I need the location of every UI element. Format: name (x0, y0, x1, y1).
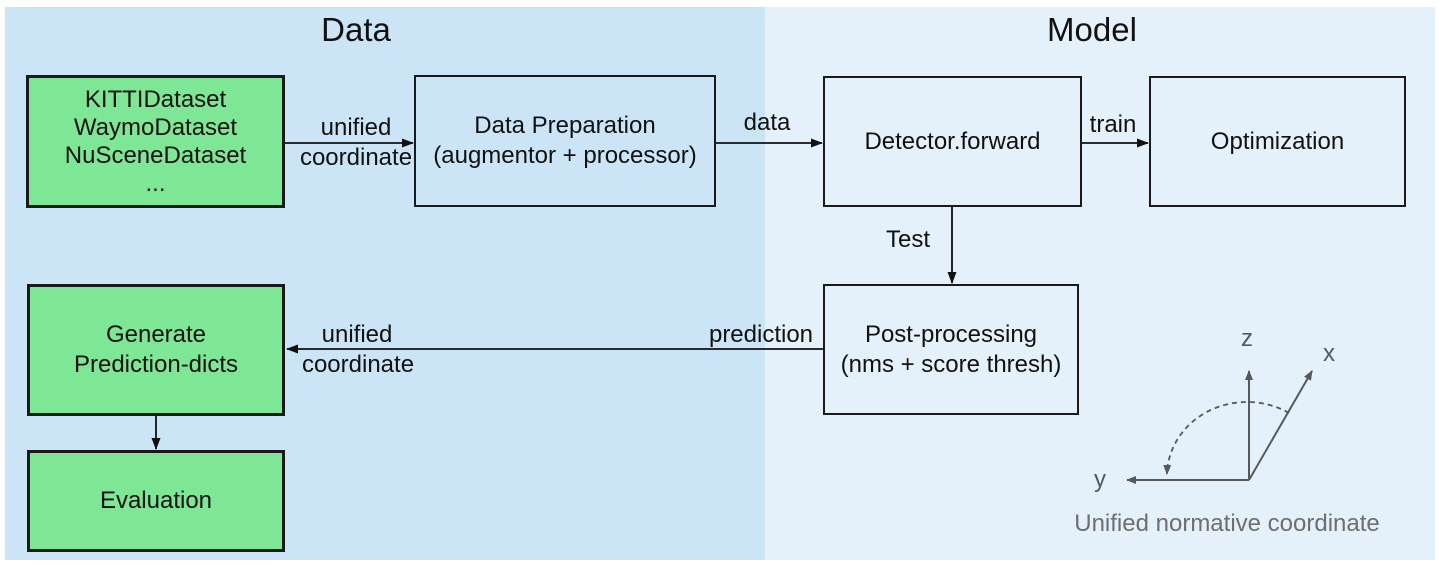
detector-forward-box: Detector.forward (823, 76, 1082, 207)
datasets-line: KITTIDataset (84, 85, 227, 113)
edge-label-unified-top: unified (320, 114, 392, 141)
optimization-box: Optimization (1149, 76, 1406, 207)
evaluation-label: Evaluation (99, 487, 213, 514)
model-section-background (765, 7, 1435, 560)
datasets-line: WaymoDataset (73, 113, 238, 141)
edge-label-unified-bottom: unified (321, 321, 393, 348)
generate-prediction-dicts-line: Prediction-dicts (73, 351, 239, 378)
generate-prediction-dicts-line: Generate (105, 321, 207, 348)
edge-label-train: train (1089, 111, 1137, 138)
y-axis-label: y (1094, 466, 1106, 493)
datasets-line: NuSceneDataset (64, 141, 247, 169)
evaluation-box: Evaluation (27, 450, 285, 552)
data-section-title: Data (321, 11, 391, 48)
datasets-line: ... (145, 169, 166, 197)
edge-label-data: data (743, 109, 791, 136)
edge-label-test: Test (885, 226, 931, 253)
datasets-box: KITTIDataset WaymoDataset NuSceneDataset… (26, 75, 285, 208)
data-preparation-line: Data Preparation (474, 112, 656, 139)
x-axis-label: x (1323, 340, 1335, 367)
edge-label-prediction: prediction (708, 321, 814, 348)
edge-label-coordinate-top: coordinate (299, 144, 413, 171)
data-preparation-line: (augmentor + processor) (433, 142, 697, 169)
model-section-title: Model (1047, 11, 1137, 48)
edge-label-coordinate-bottom: coordinate (301, 351, 415, 378)
post-processing-box: Post-processing (nms + score thresh) (823, 284, 1079, 415)
optimization-label: Optimization (1210, 127, 1345, 155)
data-preparation-box: Data Preparation (augmentor + processor) (414, 75, 716, 207)
generate-prediction-dicts-box: Generate Prediction-dicts (27, 284, 285, 416)
post-processing-line: Post-processing (864, 320, 1038, 348)
axes-caption: Unified normative coordinate (1074, 510, 1380, 537)
z-axis-label: z (1241, 325, 1253, 352)
post-processing-line: (nms + score thresh) (840, 350, 1062, 378)
detector-forward-label: Detector.forward (864, 127, 1041, 155)
